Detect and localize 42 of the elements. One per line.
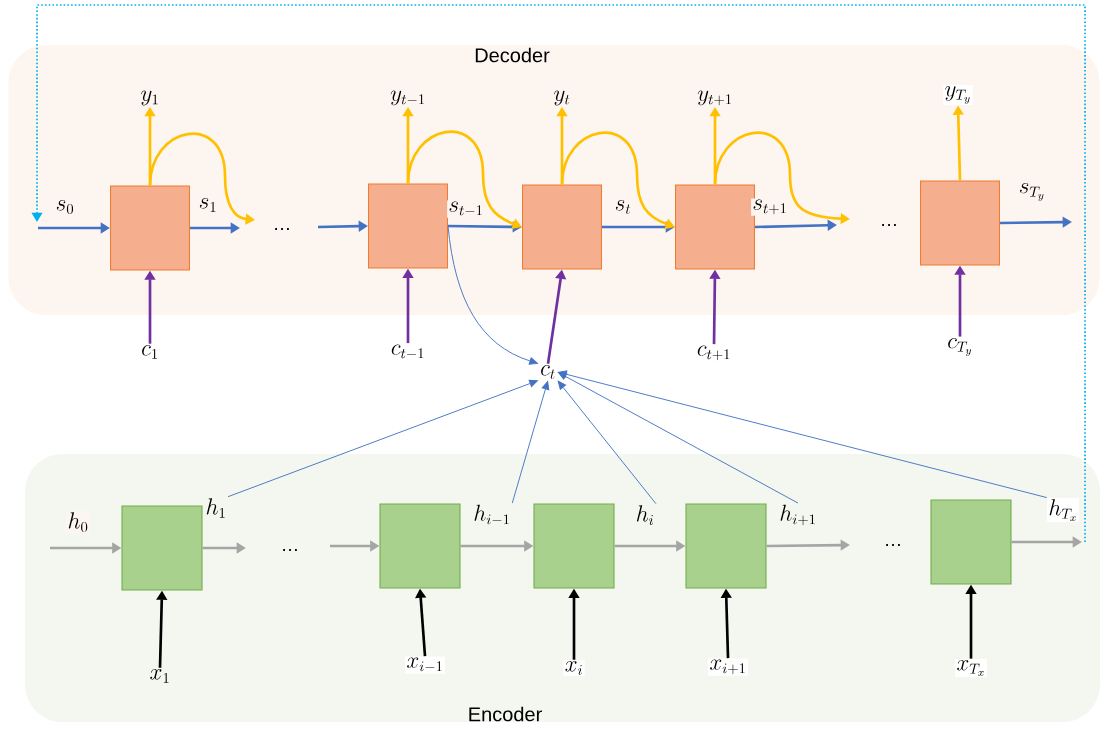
variable-label: $y_{t-1}$ <box>390 90 424 106</box>
variable-label: $y_{1}$ <box>141 90 158 106</box>
arrow <box>558 372 799 504</box>
ellipsis: … <box>283 549 297 551</box>
variable-label: $c_{1}$ <box>142 345 157 359</box>
variable-label: $c_{t}$ <box>541 365 555 379</box>
edge-label: $s_{t-1}$ <box>447 200 485 218</box>
cell-box <box>685 503 767 589</box>
arrow <box>511 380 550 504</box>
cell-box <box>121 505 203 591</box>
ellipsis: … <box>275 228 289 230</box>
cell-box <box>110 185 190 271</box>
cell-box <box>522 184 602 270</box>
variable-label: $c_{T_y}$ <box>948 337 972 356</box>
arrow <box>558 370 1048 499</box>
variable-label: $c_{t+1}$ <box>697 345 730 361</box>
edge-label: $s_{t+1}$ <box>751 198 789 216</box>
arrow <box>447 225 538 365</box>
cell-box <box>368 183 448 269</box>
arrow <box>557 380 657 505</box>
variable-label: $x_{i+1}$ <box>708 658 748 676</box>
variable-label: $x_{1}$ <box>150 669 169 683</box>
edge-label: $h_{0}$ <box>66 510 90 534</box>
variable-label: $h_{1}$ <box>206 498 225 518</box>
cell-box <box>379 503 461 589</box>
cell-box <box>533 503 615 589</box>
cell-box <box>920 180 1000 266</box>
cell-box <box>675 184 755 270</box>
variable-label: $h_{i-1}$ <box>474 504 509 525</box>
variable-label: $h_{T_x}$ <box>1047 497 1079 523</box>
ellipsis: … <box>882 224 896 226</box>
variable-label: $x_{i-1}$ <box>405 656 445 674</box>
variable-label: $h_{i+1}$ <box>780 504 815 526</box>
variable-label: $y_{T_y}$ <box>943 84 973 106</box>
variable-label: $h_{i}$ <box>636 505 653 525</box>
arrow <box>227 379 538 498</box>
variable-label: $c_{t-1}$ <box>391 344 424 359</box>
variable-label: $y_{t}$ <box>554 90 570 106</box>
cell-box <box>930 499 1012 585</box>
ellipsis: … <box>886 544 900 546</box>
variable-label: $y_{t+1}$ <box>697 90 731 106</box>
edge-label: $s_{T_y}$ <box>1017 181 1047 203</box>
